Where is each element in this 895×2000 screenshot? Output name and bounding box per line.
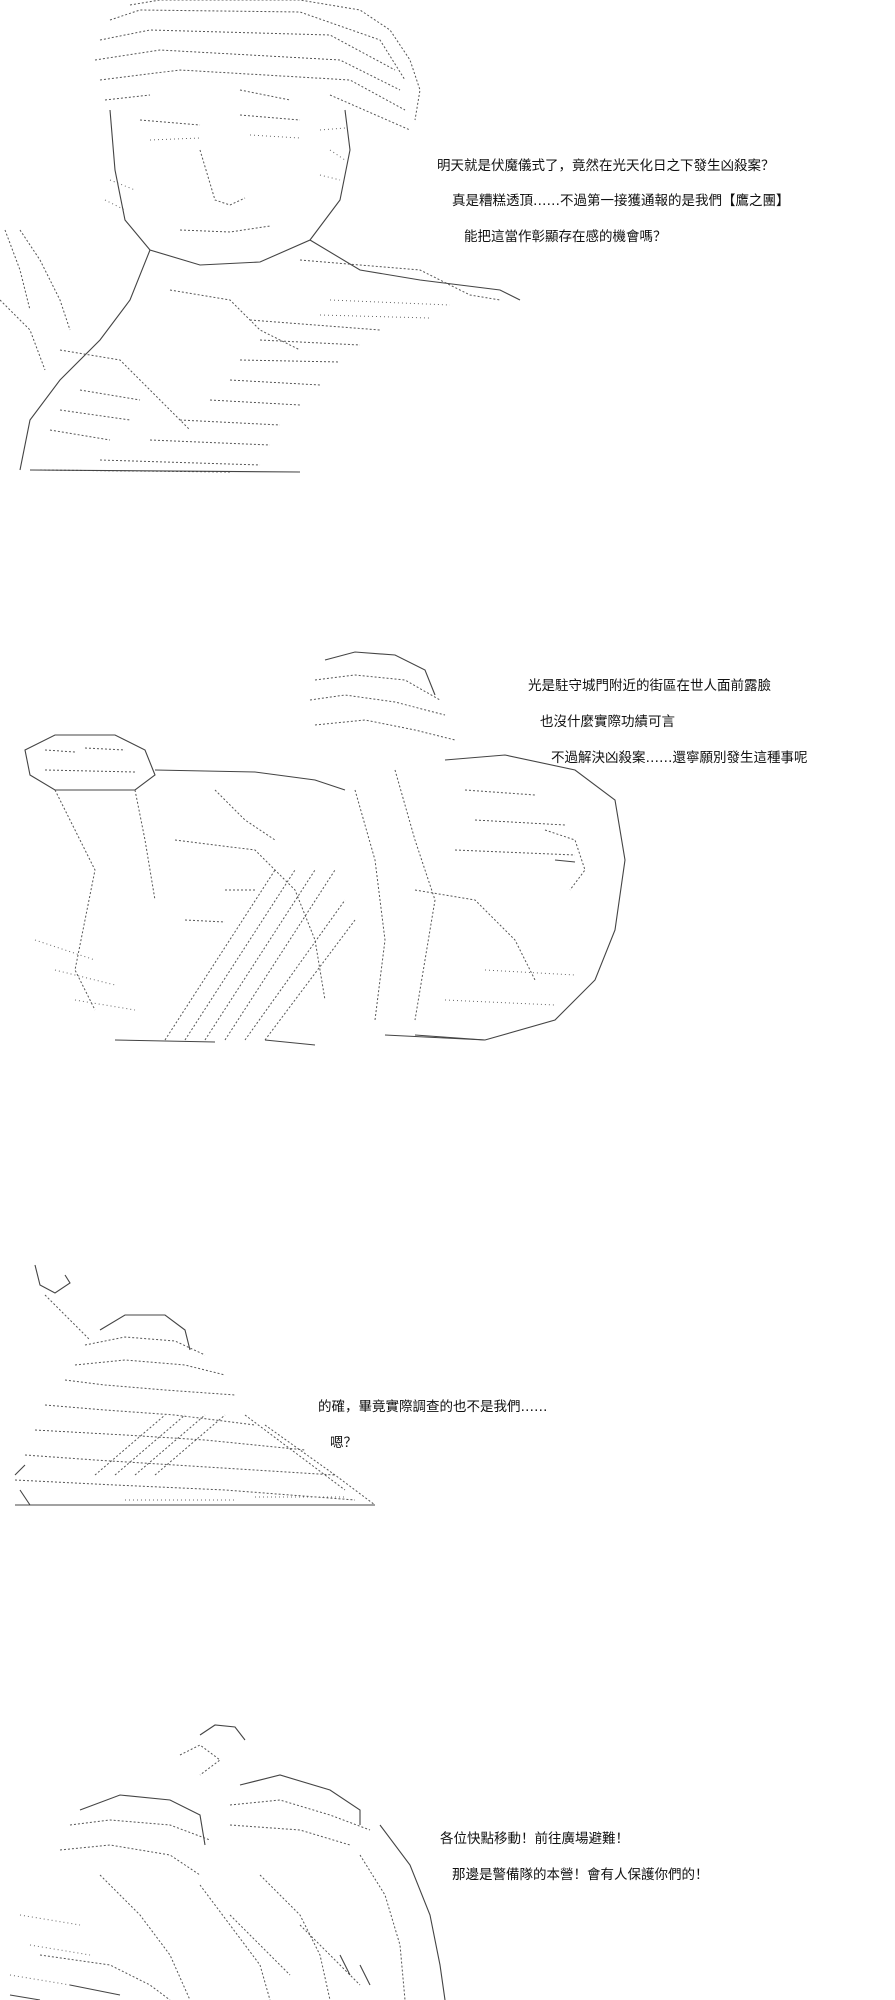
dialogue-line: 嗯？ [330, 1435, 357, 1451]
dialogue-line: 也沒什麼實際功績可言 [540, 714, 675, 730]
dialogue-line: 不過解決凶殺案……還寧願別發生這種事呢 [551, 750, 808, 766]
dialogue-box: 光是駐守城門附近的街區在世人面前露臉 也沒什麼實際功績可言 不過解決凶殺案……還… [0, 640, 895, 1080]
dialogue-box: 各位快點移動！前往廣場避難！ 那邊是警備隊的本營！會有人保護你們的！ [0, 1715, 895, 2000]
panel-3: 的確，畢竟實際調查的也不是我們…… 嗯？ [0, 1264, 895, 1545]
dialogue-line: 那邊是警備隊的本營！會有人保護你們的！ [452, 1867, 709, 1883]
ascii-art-two-figures-grappling [15, 640, 635, 1080]
dialogue-box: 的確，畢竟實際調查的也不是我們…… 嗯？ [0, 1265, 895, 1545]
ascii-art-crowd-figures [0, 1715, 470, 2000]
dialogue-box: 明天就是伏魔儀式了，竟然在光天化日之下發生凶殺案？ 真是糟糕透頂……不過第一接獲… [0, 0, 895, 490]
dialogue-line: 能把這當作彰顯存在感的機會嗎？ [464, 229, 667, 245]
dialogue-line: 真是糟糕透頂……不過第一接獲通報的是我們【鷹之團】 [452, 193, 790, 209]
dialogue-line: 明天就是伏魔儀式了，竟然在光天化日之下發生凶殺案？ [437, 158, 775, 174]
panel-1: 明天就是伏魔儀式了，竟然在光天化日之下發生凶殺案？ 真是糟糕透頂……不過第一接獲… [0, 0, 895, 490]
dialogue-line: 光是駐守城門附近的街區在世人面前露臉 [528, 678, 771, 694]
panel-2: 光是駐守城門附近的街區在世人面前露臉 也沒什麼實際功績可言 不過解決凶殺案……還… [0, 640, 895, 1080]
ascii-art-small-figure [5, 1264, 405, 1545]
dialogue-line: 的確，畢竟實際調查的也不是我們…… [318, 1399, 548, 1415]
ascii-art-man-portrait [0, 0, 530, 480]
dialogue-line: 各位快點移動！前往廣場避難！ [440, 1831, 629, 1847]
panel-4: 各位快點移動！前往廣場避難！ 那邊是警備隊的本營！會有人保護你們的！ [0, 1715, 895, 2000]
